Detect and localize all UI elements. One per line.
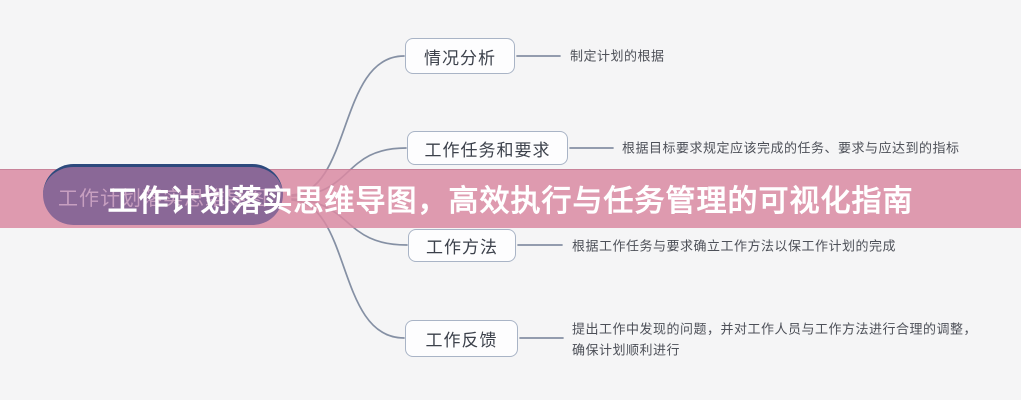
branch-note-situation-analysis: 制定计划的根据 [570,48,665,64]
branch-node-situation-analysis[interactable]: 情况分析 [405,38,515,74]
branch-node-work-feedback[interactable]: 工作反馈 [405,320,518,357]
branch-node-tasks-and-requirements[interactable]: 工作任务和要求 [407,131,568,165]
branch-note-work-methods: 根据工作任务与要求确立工作方法以保工作计划的完成 [572,238,897,254]
branch-node-label: 工作方法 [426,238,498,257]
branch-node-label: 情况分析 [424,48,496,68]
central-topic-label: 工作计划落实思维导图 [58,187,268,210]
page-title: 工作计划落实思维导图，高效执行与任务管理的可视化指南 [107,185,914,218]
branch-note-work-feedback: 提出工作中发现的问题，并对工作人员与工作方法进行合理的调整，确保计划顺利进行 [572,321,978,358]
branch-note-tasks-and-requirements: 根据目标要求规定应该完成的任务、要求与应达到的指标 [622,140,960,156]
branch-node-label: 工作反馈 [425,331,498,350]
branch-node-label: 工作任务和要求 [424,140,551,160]
branch-node-work-methods[interactable]: 工作方法 [408,229,516,262]
central-topic-node[interactable]: 工作计划落实思维导图 [43,164,283,225]
